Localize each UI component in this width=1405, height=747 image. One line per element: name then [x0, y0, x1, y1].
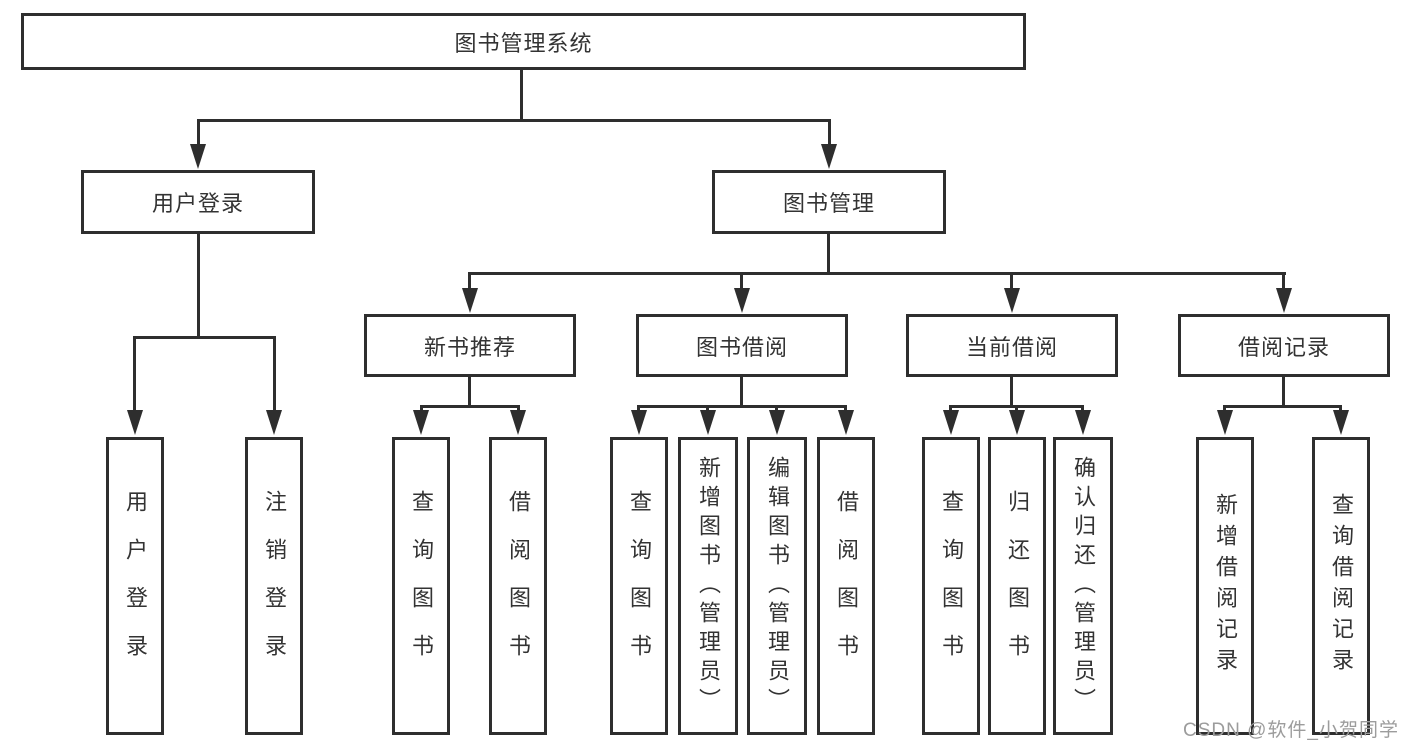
- arrow-down-icon: [734, 288, 750, 313]
- arrow-down-icon: [821, 144, 837, 169]
- leaf-borrow-books-recommend: 借阅图书: [489, 437, 547, 735]
- node-label: 新书推荐: [423, 334, 516, 360]
- connector-line: [828, 119, 831, 148]
- connector-line: [1015, 405, 1018, 413]
- connector-line: [197, 119, 200, 148]
- leaf-label: 编辑图书（管理员）: [765, 455, 790, 717]
- connector-line: [197, 234, 200, 337]
- leaf-label: 查询图书: [627, 490, 652, 682]
- node-current-borrowing: 当前借阅: [906, 314, 1118, 377]
- leaf-logout: 注销登录: [245, 437, 303, 735]
- node-user-login: 用户登录: [81, 170, 315, 234]
- leaf-label: 归还图书: [1005, 490, 1030, 682]
- node-label: 图书管理系统: [454, 30, 593, 56]
- node-book-borrowing: 图书借阅: [636, 314, 848, 377]
- arrow-down-icon: [943, 410, 959, 435]
- arrow-down-icon: [1004, 288, 1020, 313]
- connector-line: [133, 336, 276, 339]
- leaf-label: 新增借阅记录: [1213, 493, 1238, 679]
- arrow-down-icon: [510, 410, 526, 435]
- connector-line: [1223, 405, 1226, 413]
- leaf-borrow-books: 借阅图书: [817, 437, 875, 735]
- arrow-down-icon: [769, 410, 785, 435]
- node-label: 图书借阅: [695, 334, 788, 360]
- leaf-user-login: 用户登录: [106, 437, 164, 735]
- arrow-down-icon: [1009, 410, 1025, 435]
- arrow-down-icon: [1217, 410, 1233, 435]
- arrow-down-icon: [127, 410, 143, 435]
- node-label: 借阅记录: [1237, 334, 1330, 360]
- connector-line: [133, 336, 136, 414]
- leaf-query-books-current: 查询图书: [922, 437, 980, 735]
- leaf-label: 查询图书: [409, 490, 434, 682]
- leaf-label: 新增图书（管理员）: [696, 455, 721, 717]
- leaf-query-books-borrowing: 查询图书: [610, 437, 668, 735]
- connector-line: [1081, 405, 1084, 413]
- node-label: 当前借阅: [965, 334, 1058, 360]
- node-borrowing-records: 借阅记录: [1178, 314, 1390, 377]
- connector-line: [1339, 405, 1342, 413]
- connector-line: [827, 234, 830, 274]
- connector-line: [517, 405, 520, 413]
- csdn-watermark: CSDN @软件_小贺同学: [1183, 720, 1399, 741]
- connector-line: [420, 405, 520, 408]
- arrow-down-icon: [1075, 410, 1091, 435]
- leaf-query-books-recommend: 查询图书: [392, 437, 450, 735]
- node-book-management: 图书管理: [712, 170, 946, 234]
- leaf-add-borrow-record: 新增借阅记录: [1196, 437, 1254, 735]
- connector-line: [706, 405, 709, 413]
- connector-line: [1010, 272, 1013, 290]
- leaf-label: 借阅图书: [506, 490, 531, 682]
- node-label: 图书管理: [782, 191, 875, 216]
- leaf-label: 借阅图书: [834, 490, 859, 682]
- connector-line: [1282, 272, 1285, 290]
- arrow-down-icon: [631, 410, 647, 435]
- leaf-confirm-return-admin: 确认归还（管理员）: [1053, 437, 1113, 735]
- connector-line: [637, 405, 847, 408]
- leaf-label: 查询借阅记录: [1329, 493, 1354, 679]
- connector-line: [520, 69, 523, 119]
- node-library-management-system: 图书管理系统: [21, 13, 1026, 70]
- leaf-label: 注销登录: [262, 490, 287, 682]
- leaf-label: 查询图书: [939, 490, 964, 682]
- arrow-down-icon: [700, 410, 716, 435]
- leaf-add-books-admin: 新增图书（管理员）: [678, 437, 738, 735]
- node-label: 用户登录: [151, 191, 244, 216]
- connector-line: [273, 336, 276, 414]
- leaf-label: 确认归还（管理员）: [1071, 455, 1096, 717]
- arrow-down-icon: [190, 144, 206, 169]
- connector-line: [949, 405, 952, 413]
- connector-line: [468, 272, 1286, 275]
- leaf-query-borrow-record: 查询借阅记录: [1312, 437, 1370, 735]
- connector-line: [637, 405, 640, 413]
- arrow-down-icon: [413, 410, 429, 435]
- arrow-down-icon: [266, 410, 282, 435]
- connector-line: [740, 272, 743, 290]
- arrow-down-icon: [1333, 410, 1349, 435]
- connector-line: [775, 405, 778, 413]
- leaf-edit-books-admin: 编辑图书（管理员）: [747, 437, 807, 735]
- connector-line: [468, 272, 471, 290]
- arrow-down-icon: [1276, 288, 1292, 313]
- connector-line: [420, 405, 423, 413]
- connector-line: [468, 377, 471, 407]
- connector-line: [1282, 377, 1285, 407]
- connector-line: [740, 377, 743, 407]
- node-new-book-recommend: 新书推荐: [364, 314, 576, 377]
- arrow-down-icon: [462, 288, 478, 313]
- connector-line: [1010, 377, 1013, 407]
- arrow-down-icon: [838, 410, 854, 435]
- leaf-label: 用户登录: [123, 490, 148, 682]
- connector-line: [197, 119, 831, 122]
- leaf-return-books: 归还图书: [988, 437, 1046, 735]
- connector-line: [844, 405, 847, 413]
- connector-line: [1223, 405, 1342, 408]
